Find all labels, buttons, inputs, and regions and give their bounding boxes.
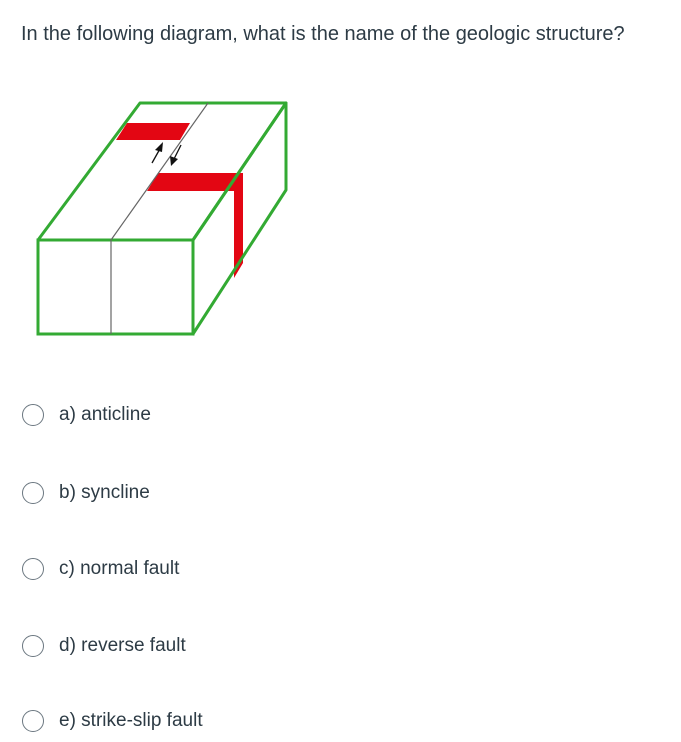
- answer-option-a[interactable]: a) anticline: [22, 398, 151, 432]
- answer-option-e[interactable]: e) strike-slip fault: [22, 704, 203, 738]
- red-layer-top-right: [147, 173, 243, 191]
- block-side-face: [191, 101, 288, 336]
- answer-label-a: a) anticline: [59, 404, 151, 425]
- answer-label-b: b) syncline: [59, 482, 150, 503]
- radio-button-c[interactable]: [22, 558, 44, 580]
- answer-option-d[interactable]: d) reverse fault: [22, 629, 186, 663]
- arrow-up-head: [155, 142, 163, 152]
- radio-button-a[interactable]: [22, 404, 44, 426]
- answer-label-e: e) strike-slip fault: [59, 710, 203, 731]
- fault-line: [110, 102, 209, 334]
- radio-button-d[interactable]: [22, 635, 44, 657]
- radio-button-e[interactable]: [22, 710, 44, 732]
- red-layer-side: [234, 173, 243, 278]
- question-text: In the following diagram, what is the na…: [21, 23, 625, 45]
- radio-button-b[interactable]: [22, 482, 44, 504]
- answer-label-c: c) normal fault: [59, 558, 180, 579]
- red-layer-top-left: [116, 123, 190, 140]
- fault-block-diagram: [36, 101, 288, 336]
- arrow-down-head: [170, 156, 178, 166]
- answer-option-b[interactable]: b) syncline: [22, 476, 150, 510]
- answer-option-c[interactable]: c) normal fault: [22, 552, 179, 586]
- answer-label-d: d) reverse fault: [59, 635, 186, 656]
